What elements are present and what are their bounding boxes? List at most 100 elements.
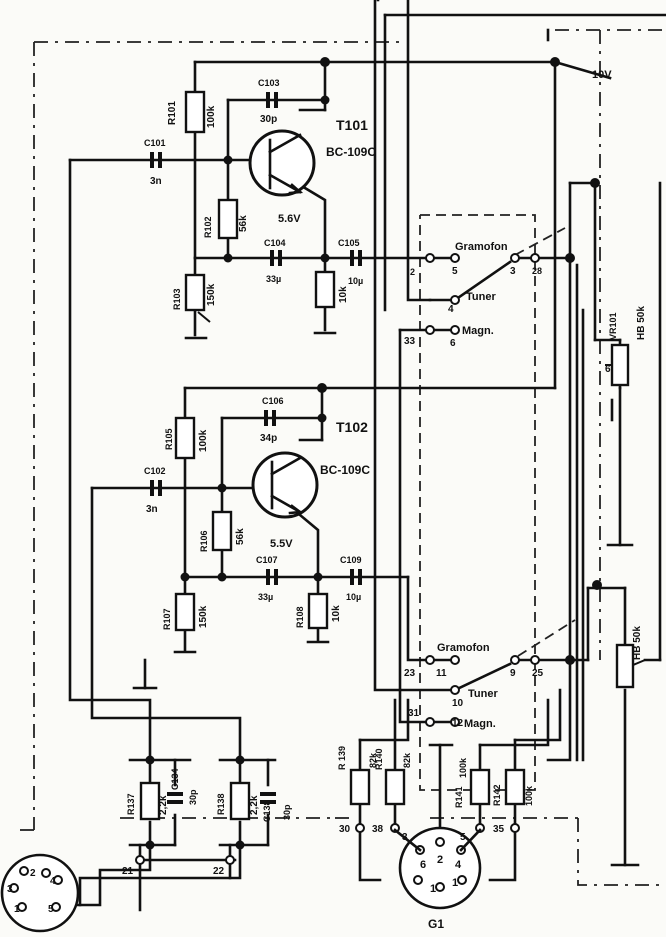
c106-value: 34p [260,433,277,444]
capacitor-c102 [150,480,162,496]
stage1-grounds [184,331,337,340]
output-pin-38: 38 [372,824,384,835]
r137-ref: R137 [126,793,136,815]
sw2-pin-23: 23 [404,668,416,679]
resistor-r106 [211,510,233,552]
r104-value: 10k [338,286,349,303]
r105-value: 100k [198,429,209,452]
c107-value: 33µ [258,592,273,602]
stage2-grounds [132,640,330,690]
sw2-pin-10: 10 [452,698,464,709]
stage1-wiring [68,60,432,762]
volume-pin-6: 6 [605,364,611,375]
capacitor-c107 [266,569,278,585]
resistor-r103 [184,273,206,312]
capacitor-c101 [150,152,162,168]
r139-value: 82k [368,752,378,768]
transistor-t101 [248,129,316,197]
stage2-wiring [90,383,557,762]
t102-type: BC-109C [320,463,370,477]
g1-pin-6: 6 [420,859,426,871]
t101-emitter-voltage: 5.6V [278,213,301,225]
c105-value: 10µ [348,276,363,286]
c134-value: 30p [188,789,198,805]
potentiometer-2 [615,643,635,689]
c103-value: 30p [260,114,277,125]
r108-value: 10k [331,605,342,622]
c109-ref: C109 [340,555,362,565]
r137-value: 2,2k [158,795,169,815]
r141-ref: R141 [454,786,464,808]
sw1-pin-5: 5 [452,266,458,277]
pot2-wiper [632,659,646,666]
resistor-r142 [504,768,526,806]
r101-value: 100k [206,105,217,128]
din-left-pin-4: 4 [50,876,56,887]
r141-value: 100k [458,757,468,778]
g1-pin-5: 5 [460,832,466,843]
din-connector-left [0,853,80,933]
r103-value: 150k [206,283,217,306]
c138-ref: C138 [262,800,272,822]
c105-ref: C105 [338,238,360,248]
c104-value: 33µ [266,274,281,284]
input-pin-22: 22 [213,866,225,877]
vr101-value: HB 50k [636,306,647,340]
r107-ref: R107 [162,608,172,630]
output-pin-35: 35 [493,824,505,835]
c102-value: 3n [146,504,158,515]
sw1-tuner-label: Tuner [466,291,496,303]
sw2-tuner-label: Tuner [468,688,498,700]
capacitor-c103 [266,92,278,108]
resistor-r108 [307,592,329,630]
g1-pin-3: 3 [402,832,408,843]
sw2-pin-12: 12 [452,718,464,729]
sw1-pin-6: 6 [450,338,456,349]
r142-value: 100k [524,785,534,806]
capacitor-c138 [260,792,276,804]
r138-ref: R138 [216,793,226,815]
r140-ref: R140 [374,748,384,770]
resistor-r141 [469,768,491,806]
din-left-pin-2: 2 [30,868,36,879]
capacitor-c109 [350,569,362,585]
din-left-pin-1: 1 [14,904,20,915]
resistor-r104 [314,270,336,309]
resistor-r138 [229,781,251,821]
resistor-r102 [217,198,239,240]
sw1-pin-4: 4 [448,304,454,315]
resistor-r105 [174,416,196,460]
c101-ref: C101 [144,138,166,148]
capacitor-c105 [350,250,362,266]
capacitor-c104 [270,250,282,266]
t101-type: BC-109C [326,145,376,159]
g1-ref: G1 [428,917,444,931]
sw2-magn-label: Magn. [464,718,496,730]
r106-ref: R106 [199,530,209,552]
r107-value: 150k [198,605,209,628]
pot2-value: HB 50k [632,626,643,660]
sw1-pin-28: 28 [532,266,542,276]
resistor-r140 [384,768,406,806]
r142-ref: R142 [492,784,502,806]
c101-value: 3n [150,176,162,187]
r103-ref: R103 [172,288,182,310]
transistor-t102 [251,451,319,519]
c103-ref: C103 [258,78,280,88]
g1-pin-4: 4 [455,859,462,871]
supply-voltage-label: 10V [592,69,612,81]
sw2-pin-9: 9 [510,668,516,679]
capacitor-c106 [264,410,276,426]
din-left-pin-5: 5 [48,904,54,915]
g1-pin-1b: 1 [452,877,458,889]
t102-emitter-voltage: 5.5V [270,538,293,550]
volume-wiring [546,178,662,867]
sw1-pin-3: 3 [510,266,516,277]
g1-pin-2: 2 [437,854,443,866]
resistor-r101 [184,90,206,134]
switch1-wiring [398,227,572,692]
sw2-pin-31: 31 [408,708,420,719]
input-pin-21: 21 [122,866,134,877]
